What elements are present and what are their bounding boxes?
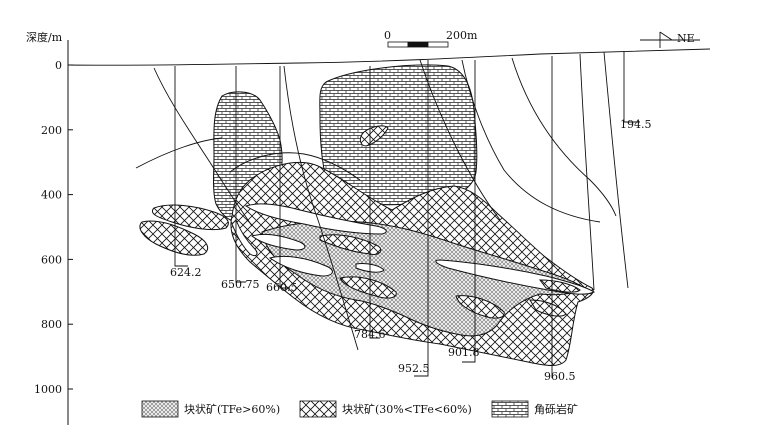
legend-label-medium-grade: 块状矿(30%<TFe<60%)	[342, 402, 472, 416]
drill-hole-8	[579, 53, 595, 291]
drill-hole-label: 952.5	[398, 362, 430, 375]
orientation-label: NE	[677, 32, 695, 45]
drill-hole-10	[623, 52, 640, 123]
depth-tick-label: 0	[55, 59, 62, 72]
depth-tick-label: 1000	[34, 383, 62, 396]
interlayer-6	[231, 219, 258, 257]
lens-d	[529, 299, 567, 317]
depth-tick-label: 200	[41, 124, 62, 137]
drill-hole-labels: 624.2 650.75 660.5 784.6 952.5 901.8 960…	[170, 118, 652, 383]
depth-tick-label: 400	[41, 189, 62, 202]
drill-hole-label: 660.5	[266, 281, 298, 294]
drill-hole-label: 784.6	[354, 328, 386, 341]
drill-hole-9	[603, 51, 629, 289]
scale-bar-end-label: 200m	[446, 29, 478, 42]
legend: 块状矿(TFe>60%) 块状矿(30%<TFe<60%) 角砾岩矿	[141, 400, 578, 418]
drill-hole-label: 624.2	[170, 266, 202, 279]
boundary-line-3	[461, 59, 601, 223]
boundary-line-4	[511, 57, 617, 217]
drill-hole-label: 901.8	[448, 346, 480, 359]
depth-axis-ticks: 0 200 400 600 800 1000	[34, 59, 73, 396]
drill-holes	[174, 51, 640, 378]
depth-axis-title: 深度/m	[26, 30, 63, 44]
drill-hole-label: 650.75	[221, 278, 260, 291]
ore-lens-left-lower	[139, 220, 209, 256]
scale-bar-segment-2	[407, 41, 429, 48]
drill-hole-3	[279, 66, 290, 289]
ore-lens-left-upper	[152, 204, 229, 231]
depth-axis: 深度/m 0 200 400 600 800 1000	[26, 30, 73, 425]
lens-b	[339, 276, 397, 299]
ground-surface	[67, 48, 711, 66]
drill-hole-label: 960.5	[544, 370, 576, 383]
scale-bar: 0 200m	[384, 29, 478, 48]
scale-bar-segment-3	[427, 41, 449, 48]
boundary-line-1	[135, 137, 223, 169]
medium-grade-lenses	[319, 234, 581, 319]
lens-a	[319, 234, 382, 255]
legend-label-breccia: 角砾岩矿	[534, 402, 578, 416]
scale-bar-segment-1	[387, 41, 409, 48]
boundary-line-5	[229, 152, 361, 181]
drill-hole-1	[174, 66, 188, 267]
legend-swatch-medium-grade	[299, 400, 337, 418]
interlayer-1	[244, 203, 387, 235]
high-grade-ore-body	[261, 220, 585, 337]
depth-tick-label: 800	[41, 318, 62, 331]
drill-hole-2	[235, 66, 246, 283]
north-east-arrow: NE	[640, 31, 700, 48]
interlayer-2	[250, 233, 306, 251]
depth-tick-label: 600	[41, 253, 62, 266]
interlayer-3	[268, 255, 333, 277]
legend-swatch-high-grade	[141, 400, 179, 418]
legend-label-high-grade: 块状矿(TFe>60%)	[184, 402, 280, 416]
drill-hole-4	[369, 66, 380, 339]
fault-line-1	[283, 65, 359, 351]
geologic-boundaries	[135, 57, 617, 351]
drill-hole-5	[414, 60, 429, 377]
drill-hole-label: 194.5	[620, 118, 652, 131]
boundary-line-2	[153, 67, 253, 227]
drill-hole-6	[462, 60, 476, 363]
lens-e	[538, 279, 581, 293]
breccia-inner-lens	[359, 125, 389, 147]
orientation-arrow-head	[659, 31, 673, 41]
lens-c	[455, 295, 505, 319]
legend-swatch-breccia	[491, 400, 529, 418]
scale-bar-start-label: 0	[384, 29, 391, 42]
drill-hole-11	[419, 59, 501, 221]
